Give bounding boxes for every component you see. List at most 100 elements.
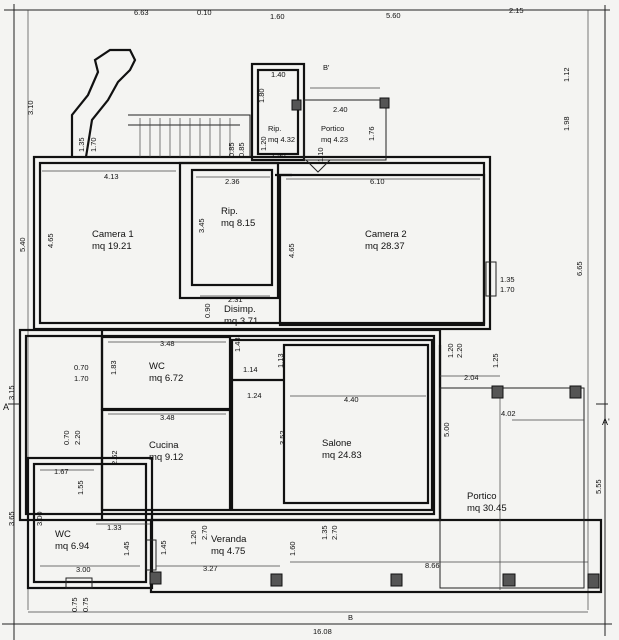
dim: 1.25 bbox=[491, 353, 500, 368]
dim: 1.55 bbox=[76, 480, 85, 495]
room-name-disimpegno: Disimp. bbox=[224, 304, 256, 315]
dim: 0.75 bbox=[81, 597, 90, 612]
dim-top-5: 2.15 bbox=[509, 6, 524, 15]
room-area-veranda: mq 4.75 bbox=[211, 546, 245, 557]
room-name-portico-small: Portico bbox=[321, 124, 344, 133]
dim: 1.35 bbox=[500, 275, 515, 284]
top-annex bbox=[70, 48, 390, 173]
dim: 3.00 bbox=[76, 565, 91, 574]
room-labels: Camera 1 mq 19.21 Rip. mq 8.15 Camera 2 … bbox=[55, 124, 507, 557]
dim: 1.70 bbox=[74, 374, 89, 383]
dimension-labels: 6.63 0.10 1.60 5.60 2.15 16.08 4.13 2.36… bbox=[54, 6, 524, 636]
room-name-portico-large: Portico bbox=[467, 491, 497, 502]
dim: 2.40 bbox=[333, 105, 348, 114]
dim: 4.02 bbox=[501, 409, 516, 418]
column-icon bbox=[270, 573, 283, 587]
section-marker-b: B bbox=[348, 613, 353, 622]
column-icon bbox=[379, 97, 390, 109]
dim: 1.70 bbox=[500, 285, 515, 294]
column-icon bbox=[149, 571, 162, 585]
room-name-veranda: Veranda bbox=[211, 534, 247, 545]
dim: 4.65 bbox=[287, 243, 296, 258]
dim: 4.40 bbox=[344, 395, 359, 404]
column-icon bbox=[390, 573, 403, 587]
room-name-camera-2: Camera 2 bbox=[365, 229, 407, 240]
dim-left-3: 3.15 bbox=[7, 385, 16, 400]
section-markers: A A' B' B bbox=[3, 63, 610, 622]
dim: 0.85 bbox=[237, 142, 246, 157]
room-area-wc-2: mq 6.94 bbox=[55, 541, 89, 552]
column-icon bbox=[587, 573, 600, 589]
dim: 2.36 bbox=[225, 177, 240, 186]
dim: 4.13 bbox=[104, 172, 119, 181]
dim: 2.62 bbox=[110, 450, 119, 465]
dim: 1.50 bbox=[271, 151, 286, 160]
dim-right-1: 1.12 bbox=[562, 67, 571, 82]
dim: 1.45 bbox=[122, 541, 131, 556]
column-icon bbox=[291, 99, 302, 111]
room-area-camera-2: mq 28.37 bbox=[365, 241, 405, 252]
dim: 0.70 bbox=[62, 430, 71, 445]
dim: 3.27 bbox=[203, 564, 218, 573]
dim-right-2: 1.98 bbox=[562, 116, 571, 131]
section-marker-a: A bbox=[3, 402, 9, 412]
room-name-rip-2: Rip. bbox=[268, 124, 281, 133]
room-name-wc-2: WC bbox=[55, 529, 71, 540]
dim: 1.20 bbox=[259, 136, 268, 151]
dim-bottom-total: 16.08 bbox=[313, 627, 332, 636]
dim: 0.70 bbox=[74, 363, 89, 372]
dim: 8.66 bbox=[425, 561, 440, 570]
dim: 2.31 bbox=[228, 295, 243, 304]
room-name-wc-1: WC bbox=[149, 361, 165, 372]
room-name-salone: Salone bbox=[322, 438, 352, 449]
dim: 3.00 bbox=[35, 511, 44, 526]
room-area-wc-1: mq 6.72 bbox=[149, 373, 183, 384]
room-area-salone: mq 24.83 bbox=[322, 450, 362, 461]
room-name-cucina: Cucina bbox=[149, 440, 179, 451]
dim: 0.85 bbox=[227, 142, 236, 157]
dim: 2.70 bbox=[330, 525, 339, 540]
room-name-rip-1: Rip. bbox=[221, 206, 238, 217]
column-icon bbox=[491, 385, 504, 399]
dim: 1.60 bbox=[288, 541, 297, 556]
dim: 0.90 bbox=[203, 303, 212, 318]
room-area-cucina: mq 9.12 bbox=[149, 452, 183, 463]
portico-area bbox=[149, 385, 600, 590]
dim-left-4: 3.65 bbox=[7, 511, 16, 526]
dim: 1.70 bbox=[89, 137, 98, 152]
room-name-camera-1: Camera 1 bbox=[92, 229, 134, 240]
dim: 1.14 bbox=[243, 365, 258, 374]
steps bbox=[65, 261, 497, 589]
column-icon bbox=[569, 385, 582, 399]
column-icon bbox=[502, 573, 516, 587]
room-area-rip-2: mq 4.32 bbox=[268, 135, 295, 144]
dim-top-3: 1.60 bbox=[270, 12, 285, 21]
dim: 2.20 bbox=[73, 430, 82, 445]
dim-left-1: 3.10 bbox=[26, 100, 35, 115]
dim: 1.45 bbox=[159, 540, 168, 555]
room-area-disimpegno: mq 3.71 bbox=[224, 316, 258, 327]
dim: 6.10 bbox=[370, 177, 385, 186]
dim: 3.48 bbox=[160, 339, 175, 348]
dim: 2.70 bbox=[200, 525, 209, 540]
dim: 2.04 bbox=[464, 373, 479, 382]
dim: 1.40 bbox=[271, 70, 286, 79]
dim: 2.20 bbox=[455, 343, 464, 358]
dim: 1.35 bbox=[77, 137, 86, 152]
dim: 1.33 bbox=[107, 523, 122, 532]
dim-top-2: 0.10 bbox=[197, 8, 212, 17]
dim: 1.13 bbox=[276, 353, 285, 368]
sheet-borders bbox=[2, 4, 612, 640]
room-area-portico-small: mq 4.23 bbox=[321, 135, 348, 144]
dim-top-4: 5.60 bbox=[386, 11, 401, 20]
room-area-portico-large: mq 30.45 bbox=[467, 503, 507, 514]
dim-right-3: 6.65 bbox=[575, 261, 584, 276]
section-marker-a-prime: A' bbox=[602, 417, 610, 427]
dimension-lines bbox=[40, 170, 588, 567]
dim: 1.76 bbox=[367, 126, 376, 141]
dim: 4.65 bbox=[46, 233, 55, 248]
dim: 1.80 bbox=[257, 88, 266, 103]
dim-left-2: 5.40 bbox=[18, 237, 27, 252]
room-area-rip-1: mq 8.15 bbox=[221, 218, 255, 229]
dim-right-4: 5.55 bbox=[594, 479, 603, 494]
